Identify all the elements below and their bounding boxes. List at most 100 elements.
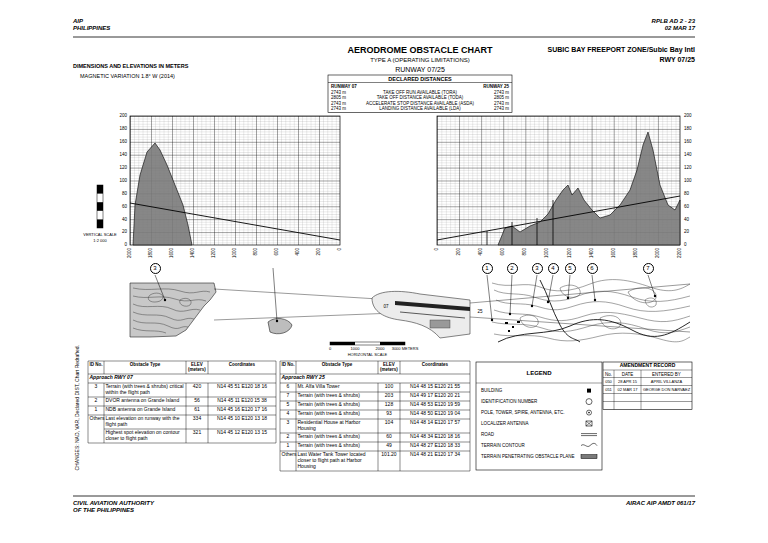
table-rule <box>208 383 209 397</box>
table-cell: ELEV (meters) <box>380 362 399 372</box>
terrain-contour <box>180 298 191 306</box>
chart-label: DIMENSIONS AND ELEVATIONS IN METERS <box>73 63 188 69</box>
table-cell: N14 45 51 E120 18 16 <box>210 384 275 390</box>
table-rule <box>276 361 277 443</box>
table-cell: Approach RWY 25 <box>282 375 469 381</box>
header-rule <box>73 37 695 38</box>
table-cell: N14 49 17 E120 20 21 <box>402 393 469 399</box>
chart-label: 800 <box>253 248 258 256</box>
chart-label: AIRAC AIP AMDT 061/17 <box>626 500 695 507</box>
terrain-contour <box>492 322 690 333</box>
chart-label: RUNWAY 25 <box>483 84 509 89</box>
terrain-contour <box>496 300 690 311</box>
chart-label: CHANGES: NAD, VAR, Declared DIST, Chart … <box>75 345 81 471</box>
chart-label: 2743 m <box>494 90 509 95</box>
table-cell: 60 <box>380 434 399 440</box>
obstacle-pole <box>537 218 538 245</box>
building <box>517 321 520 323</box>
leader-lines <box>155 268 655 321</box>
table-cell: Coordinates <box>210 362 275 367</box>
obstacle-pole <box>487 231 488 245</box>
chart-label: 120 <box>684 165 692 170</box>
chart-label: RPLB AD 2 - 23 <box>652 18 695 25</box>
chart-label: 200 <box>316 248 321 256</box>
chart-label: HORIZONTAL SCALE <box>348 353 388 358</box>
profile-grid <box>437 116 680 245</box>
localizer-symbol <box>586 421 592 426</box>
table-rule <box>186 361 187 374</box>
chart-label: GEORGE DON NARVAEZ <box>643 388 690 393</box>
table-rule <box>208 397 209 406</box>
chart-label: 2805 m <box>494 95 509 100</box>
chart-label: 160 <box>684 139 692 144</box>
table-rule <box>88 361 89 443</box>
legend-text: TERRAIN CONTOUR <box>481 443 525 448</box>
chart-label: RWY 07/25 <box>659 56 695 64</box>
identification-symbol <box>586 399 592 405</box>
terrain-area <box>130 283 216 337</box>
table-cell: Last Water Tank Tower located closer to … <box>298 452 377 469</box>
table-cell: N14 48 21 E120 17 34 <box>402 452 469 458</box>
pole-symbol <box>588 412 590 414</box>
callout-number: 4 <box>551 265 554 271</box>
table-cell: 321 <box>188 430 207 436</box>
legend-text: BUILDING <box>481 388 502 393</box>
chart-label: CIVIL AVIATION AUTHORITY <box>73 500 154 507</box>
chart-label: 20 <box>122 229 127 234</box>
terrain-contour <box>133 320 188 328</box>
penetrating-terrain-symbol <box>581 455 597 459</box>
chart-label: MAGNETIC VARIATION 1.8° W (2014) <box>80 73 175 79</box>
table-rules <box>88 361 276 443</box>
table-rule <box>378 442 379 451</box>
table-cell: 2 <box>282 434 295 440</box>
chart-label: 0 <box>434 248 439 251</box>
table-rule <box>296 442 297 451</box>
table-rule <box>186 383 187 397</box>
table-rule <box>186 415 187 429</box>
legend-text: POLE, TOWER, SPIRE, ANTENNA, ETC. <box>481 410 565 415</box>
chart-label: AIP <box>73 18 83 25</box>
chart-label: 2743 m <box>331 101 346 106</box>
callout-number: 5 <box>568 265 571 271</box>
runway <box>395 301 470 311</box>
chart-label: 1800 <box>633 248 638 258</box>
road-symbol <box>581 434 597 436</box>
table-rule <box>296 433 297 442</box>
chart-label: LEGEND <box>526 370 551 377</box>
vertical-scale-bar <box>97 219 103 228</box>
obstacle-plane <box>437 196 680 240</box>
building <box>505 322 508 324</box>
amendment-rule <box>603 370 692 371</box>
table-rule <box>208 406 209 415</box>
table-rule <box>378 383 379 392</box>
obstacle-pole <box>512 222 513 245</box>
table-rule <box>378 392 379 401</box>
table-cell: 334 <box>188 416 207 422</box>
obstacle-point <box>491 319 493 321</box>
chart-label: 120 <box>119 165 127 170</box>
contour-symbol <box>581 443 597 446</box>
chart-label: TYPE A (OPERATING LIMITATIONS) <box>370 57 470 64</box>
table-rule <box>88 361 276 362</box>
chart-label: 2000 <box>376 347 385 352</box>
terrain-contour <box>520 315 538 327</box>
chart-label: 2743 m <box>331 90 346 95</box>
table-rule <box>104 361 105 374</box>
chart-title: AERODROME OBSTACLE CHART <box>348 45 493 55</box>
table-rule <box>280 361 470 362</box>
callout-number: 6 <box>590 265 593 271</box>
obstacle-point <box>531 305 533 307</box>
building <box>508 330 510 332</box>
chart-label: 1400 <box>589 248 594 258</box>
terrain-contour <box>133 312 194 320</box>
chart-label: 80 <box>684 191 689 196</box>
box-rule <box>328 82 512 83</box>
profile-grid <box>437 116 680 245</box>
table-cell: N14 48 50 E120 19 04 <box>402 411 469 417</box>
table-rule <box>296 410 297 419</box>
table-rule <box>378 433 379 442</box>
chart-label: 07 <box>383 304 388 309</box>
chart-label: VERTICAL SCALE <box>83 233 117 238</box>
chart-label: PHILIPPINES <box>73 25 110 32</box>
table-rule <box>88 443 276 444</box>
